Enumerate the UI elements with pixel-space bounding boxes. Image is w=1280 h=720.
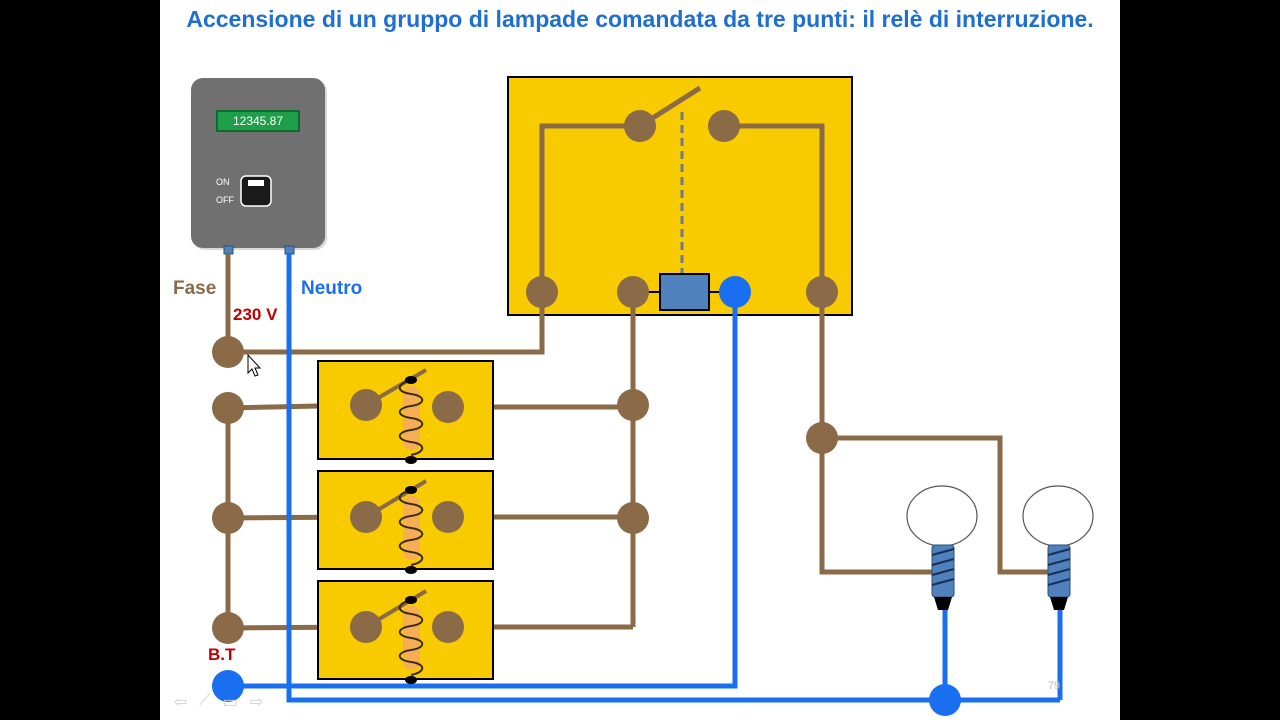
meter-off-label: OFF: [216, 195, 234, 205]
junction-nodes: [212, 336, 961, 716]
bt-node: [212, 670, 244, 702]
square-icon[interactable]: ▭: [222, 694, 238, 711]
pen-icon[interactable]: ⟋: [199, 692, 211, 709]
fase-label: Fase: [173, 278, 217, 299]
arrow-left-icon[interactable]: ⇦: [174, 694, 188, 711]
bt-label: B.T: [208, 645, 236, 664]
lamp-2: [1022, 485, 1094, 610]
pushbutton-relay-1: [317, 360, 494, 464]
energy-meter: [191, 78, 327, 255]
slide: Accensione di un gruppo di lampade coman…: [160, 0, 1120, 720]
wiring-diagram: [191, 76, 1094, 716]
page-number: 79: [1047, 680, 1060, 692]
slide-navigation: ⇦ ⟋ ▭ ⇨: [174, 692, 263, 712]
lamp-1: [906, 485, 978, 610]
slide-title: Accensione di un gruppo di lampade coman…: [186, 6, 1094, 32]
voltage-label: 230 V: [233, 305, 278, 324]
pushbutton-relay-2: [317, 470, 494, 574]
mouse-cursor-icon: [247, 353, 262, 377]
neutro-label: Neutro: [301, 278, 363, 299]
relay-coil: [659, 273, 710, 311]
pushbutton-relay-3: [317, 580, 494, 684]
relay-box: [507, 76, 853, 316]
meter-reading: 12345.87: [216, 110, 300, 132]
arrow-right-icon[interactable]: ⇨: [249, 694, 264, 711]
meter-on-label: ON: [216, 177, 230, 187]
